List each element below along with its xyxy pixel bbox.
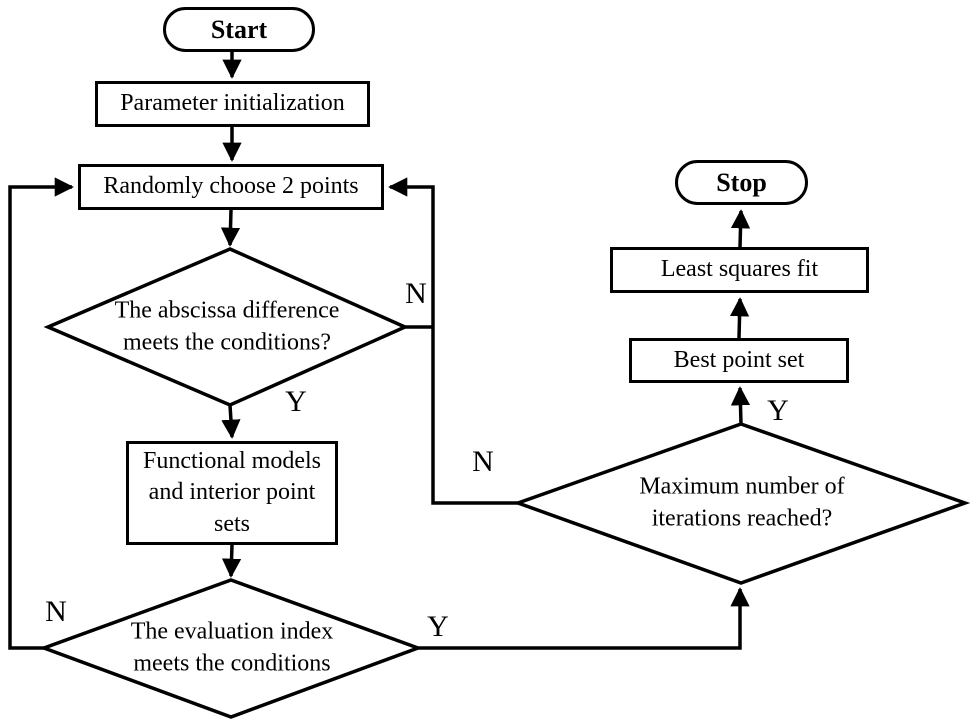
best-point-set-step: Best point set (629, 338, 849, 383)
abscissa-decision-shape (43, 247, 410, 407)
edge-max-iterations-no-to-random-choose (388, 177, 518, 505)
functional-models-label: Functional models and interior point set… (143, 448, 321, 537)
edge-random-choose-to-abscissa-decision (220, 209, 241, 247)
edge-best-point-set-to-least-squares (729, 297, 750, 339)
stop-label: Stop (716, 167, 767, 197)
edge-abscissa-yes-to-functional-models (221, 404, 241, 439)
start-label: Start (210, 14, 268, 44)
start-terminator: Start (163, 7, 315, 52)
edge-evaluation-no-to-random-choose (8, 177, 74, 650)
parameter-initialization-step: Parameter initialization (95, 81, 370, 127)
evaluation-no-label: N (45, 595, 67, 628)
least-squares-fit-label: Least squares fit (660, 256, 819, 283)
abscissa-yes-label: Y (285, 385, 307, 418)
least-squares-fit-step: Least squares fit (610, 247, 869, 293)
best-point-set-label: Best point set (673, 346, 805, 373)
edge-least-squares-to-stop (730, 209, 751, 248)
abscissa-no-label: N (405, 277, 427, 310)
stop-terminator: Stop (675, 160, 808, 205)
randomly-choose-label: Randomly choose 2 points (103, 173, 359, 200)
edge-functional-models-to-evaluation-decision (221, 544, 242, 578)
evaluation-yes-label: Y (427, 610, 449, 643)
edge-max-iterations-yes-to-best-point-set (730, 386, 751, 425)
functional-models-step: Functional models and interior point set… (126, 441, 338, 545)
parameter-initialization-label: Parameter initialization (120, 90, 345, 117)
max-iterations-yes-label: Y (767, 394, 789, 427)
max-iterations-decision-shape (512, 422, 971, 585)
max-iterations-no-label: N (472, 445, 494, 478)
edge-evaluation-yes-to-max-iterations (418, 587, 750, 650)
evaluation-decision-shape (38, 578, 424, 719)
randomly-choose-step: Randomly choose 2 points (78, 164, 384, 210)
